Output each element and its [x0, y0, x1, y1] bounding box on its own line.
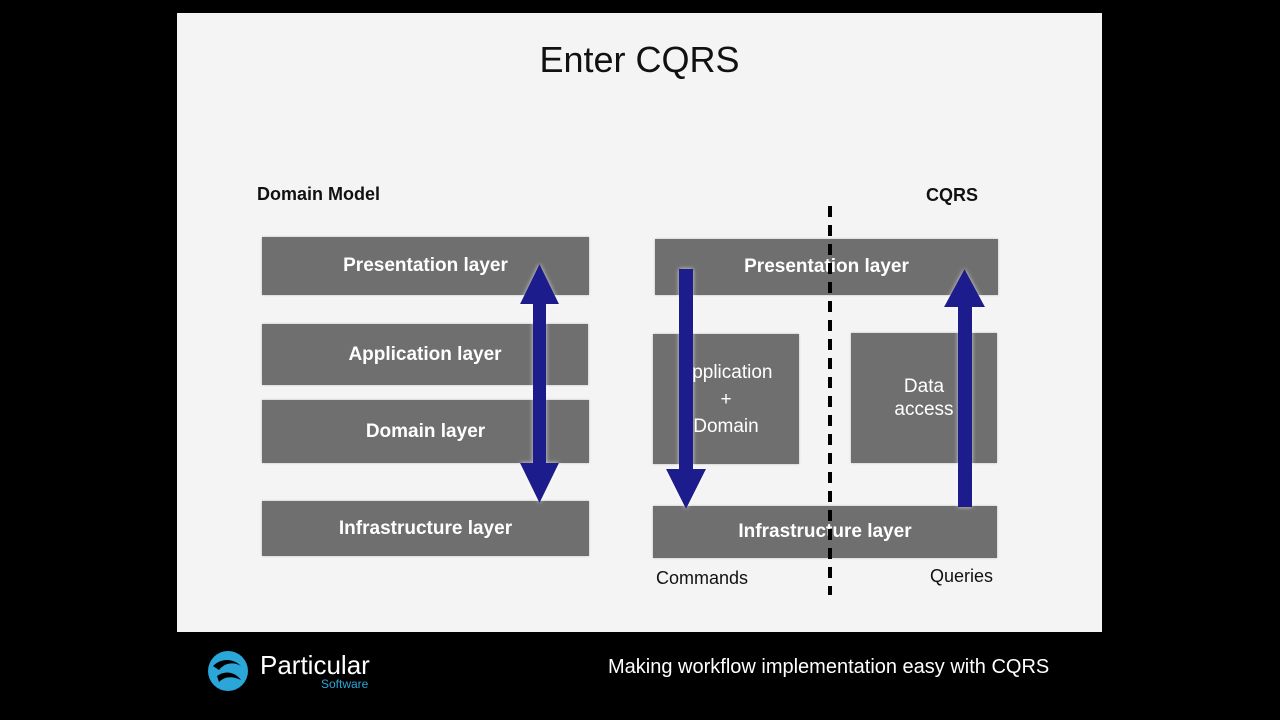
cqrs-heading: CQRS	[926, 185, 979, 205]
diagram-overlay	[520, 206, 985, 595]
left-infrastructure-layer: Infrastructure layer	[262, 501, 589, 556]
particular-logo-icon	[208, 651, 248, 691]
app-domain-line-2: +	[720, 388, 732, 410]
domain-model-heading: Domain Model	[257, 184, 381, 204]
app-domain-line-3: Domain	[693, 415, 759, 437]
right-infrastructure-label: Infrastructure layer	[738, 521, 912, 542]
data-access-line-1: Data	[903, 376, 945, 397]
queries-label: Queries	[930, 566, 994, 586]
queries-up-arrow	[944, 269, 985, 507]
commands-label: Commands	[656, 568, 749, 588]
right-presentation-layer: Presentation layer	[655, 239, 998, 295]
left-bidirectional-arrow	[520, 264, 559, 503]
data-access-box: Data access	[851, 333, 997, 463]
logo-subtitle: Software	[321, 677, 369, 691]
logo-wordmark: Particular	[260, 650, 370, 680]
particular-software-logo: Particular Software	[203, 648, 383, 694]
app-domain-line-1: Application	[679, 361, 773, 383]
commands-down-arrow	[666, 269, 706, 509]
right-presentation-label: Presentation layer	[744, 256, 909, 277]
application-domain-box: Application + Domain	[653, 334, 799, 464]
slide: Enter CQRS Domain Model CQRS Presentatio…	[177, 13, 1102, 632]
left-domain-label: Domain layer	[365, 420, 486, 442]
data-access-line-2: access	[894, 399, 954, 420]
slide-title: Enter CQRS	[539, 39, 740, 80]
left-infrastructure-label: Infrastructure layer	[338, 517, 513, 539]
left-presentation-label: Presentation layer	[343, 255, 508, 276]
footer-tagline: Making workflow implementation easy with…	[608, 656, 1050, 678]
right-infrastructure-layer: Infrastructure layer	[653, 506, 997, 558]
left-application-label: Application layer	[348, 343, 502, 365]
